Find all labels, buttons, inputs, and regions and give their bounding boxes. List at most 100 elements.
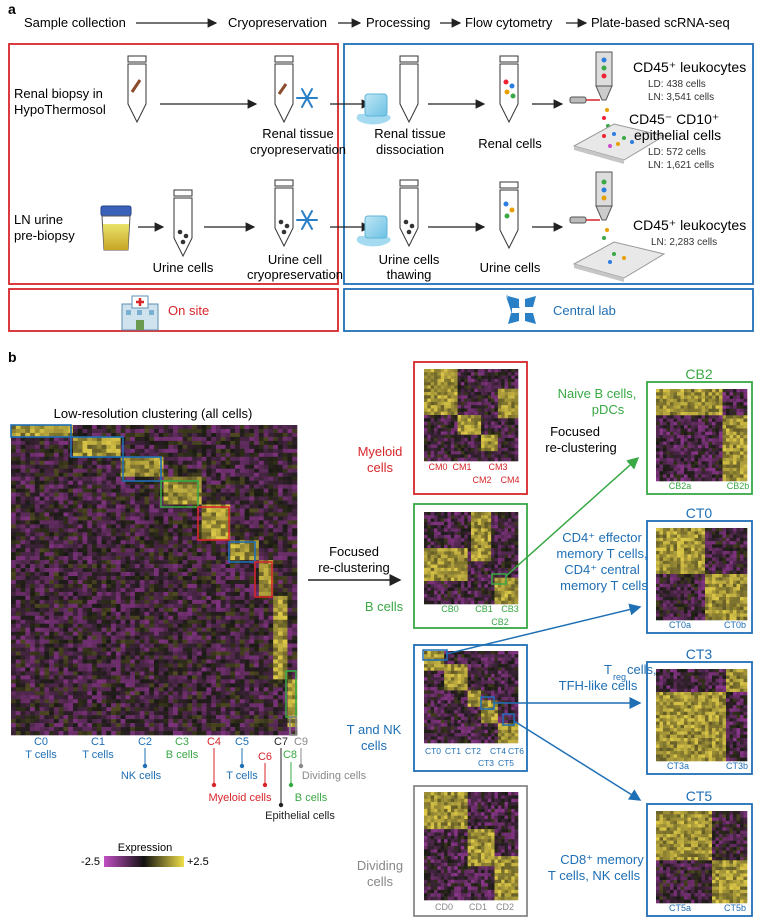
main-heatmap-cell — [187, 432, 193, 438]
main-heatmap-cell — [58, 667, 64, 672]
main-heatmap-cell — [115, 428, 121, 434]
main-heatmap-cell — [63, 492, 69, 497]
main-heatmap-cell — [120, 496, 126, 501]
main-heatmap-cell — [87, 663, 93, 668]
main-heatmap-cell — [130, 707, 136, 712]
main-heatmap-cell — [177, 440, 183, 446]
main-heatmap-cell — [149, 667, 155, 672]
main-heatmap-cell — [15, 627, 21, 632]
main-heatmap-cell — [230, 436, 236, 442]
main-heatmap-cell — [34, 595, 40, 601]
main-heatmap-cell — [20, 635, 26, 640]
main-heatmap-cell — [225, 580, 231, 585]
main-heatmap-cell — [215, 564, 222, 569]
main-heatmap-cell — [287, 444, 293, 450]
main-heatmap-cell — [11, 468, 17, 473]
main-heatmap-cell — [154, 623, 160, 628]
main-heatmap-cell — [273, 472, 279, 477]
main-heatmap-cell — [277, 572, 283, 577]
main-heatmap-cell — [249, 631, 255, 636]
main-heatmap-cell — [101, 508, 107, 513]
main-heatmap-cell — [87, 504, 93, 509]
main-heatmap-cell — [277, 675, 283, 680]
main-heatmap-cell — [273, 428, 279, 434]
main-heatmap-cell — [182, 687, 188, 692]
main-heatmap-cell — [39, 711, 45, 716]
main-heatmap-cell — [154, 695, 160, 700]
main-heatmap-cell — [282, 540, 288, 545]
main-heatmap-cell — [244, 492, 250, 497]
main-heatmap-cell — [111, 548, 117, 553]
main-heatmap-cell — [34, 611, 40, 617]
tube-icon — [274, 179, 294, 248]
main-heatmap-cell — [30, 480, 36, 485]
main-heatmap-cell — [130, 687, 136, 692]
main-heatmap-cell — [120, 516, 126, 521]
main-heatmap-cell — [87, 564, 93, 569]
main-heatmap-cell — [30, 655, 36, 660]
main-heatmap-cell — [25, 456, 31, 462]
flow-nozzle-icon — [569, 51, 613, 136]
main-heatmap-cell — [77, 580, 83, 585]
main-heatmap-cell — [72, 703, 79, 708]
main-heatmap-cell — [287, 436, 293, 442]
main-heatmap-cell — [77, 651, 83, 656]
main-heatmap-cell — [154, 707, 160, 712]
main-heatmap-cell — [139, 464, 145, 470]
main-heatmap-cell — [82, 464, 88, 470]
main-heatmap-cell — [49, 560, 55, 565]
main-heatmap-cell — [225, 432, 231, 438]
main-heatmap-cell — [92, 508, 98, 513]
main-heatmap-cell — [254, 456, 260, 462]
myeloid-heatmap-cell — [471, 372, 475, 376]
main-heatmap-cell — [144, 492, 150, 497]
main-heatmap-cell — [215, 548, 222, 553]
main-heatmap-cell — [82, 552, 88, 557]
main-heatmap-cell — [192, 603, 198, 609]
main-heatmap-cell — [187, 631, 193, 636]
main-heatmap-cell — [239, 524, 245, 529]
myeloid-heatmap-cell — [491, 372, 495, 376]
main-heatmap-cell — [101, 679, 107, 684]
main-heatmap-cell — [187, 540, 193, 545]
main-heatmap-cell — [49, 516, 55, 521]
main-heatmap-cell — [220, 639, 226, 644]
main-heatmap-cell — [82, 691, 88, 696]
main-heatmap-cell — [215, 703, 222, 708]
myeloid-heatmap-cell — [477, 385, 482, 390]
main-heatmap-cell — [154, 576, 160, 581]
main-heatmap-cell — [287, 468, 293, 473]
main-heatmap-cell — [101, 532, 107, 537]
main-heatmap-cell — [273, 711, 279, 716]
main-heatmap-cell — [72, 687, 79, 692]
main-heatmap-cell — [201, 683, 207, 688]
main-heatmap-cell — [63, 564, 69, 569]
main-heatmap-cell — [139, 548, 145, 553]
main-heatmap-cell — [268, 436, 274, 442]
main-heatmap-cell — [287, 460, 293, 466]
main-heatmap-cell — [187, 512, 193, 517]
main-heatmap-cell — [120, 671, 126, 676]
main-heatmap-cell — [239, 583, 245, 589]
main-heatmap-cell — [154, 719, 160, 724]
main-heatmap-cell — [58, 675, 64, 680]
main-heatmap-cell — [235, 687, 241, 692]
main-heatmap-cell — [63, 695, 69, 700]
main-heatmap-cell — [77, 548, 83, 553]
main-heatmap-cell — [254, 580, 260, 585]
main-heatmap-cell — [187, 711, 193, 716]
main-heatmap-cell — [25, 651, 31, 656]
main-heatmap-cell — [201, 568, 207, 573]
main-heatmap-cell — [25, 432, 31, 438]
main-heatmap-cell — [77, 723, 83, 728]
main-heatmap-cell — [287, 572, 293, 577]
main-heatmap-cell — [163, 611, 169, 617]
main-heatmap-cell — [20, 611, 26, 617]
main-heatmap-cell — [25, 715, 31, 720]
main-heatmap-cell — [125, 699, 131, 704]
main-heatmap-cell — [230, 663, 236, 668]
main-heatmap-cell — [287, 595, 293, 601]
main-heatmap-cell — [168, 425, 174, 430]
main-heatmap-cell — [277, 552, 283, 557]
main-heatmap-cell — [206, 472, 212, 477]
